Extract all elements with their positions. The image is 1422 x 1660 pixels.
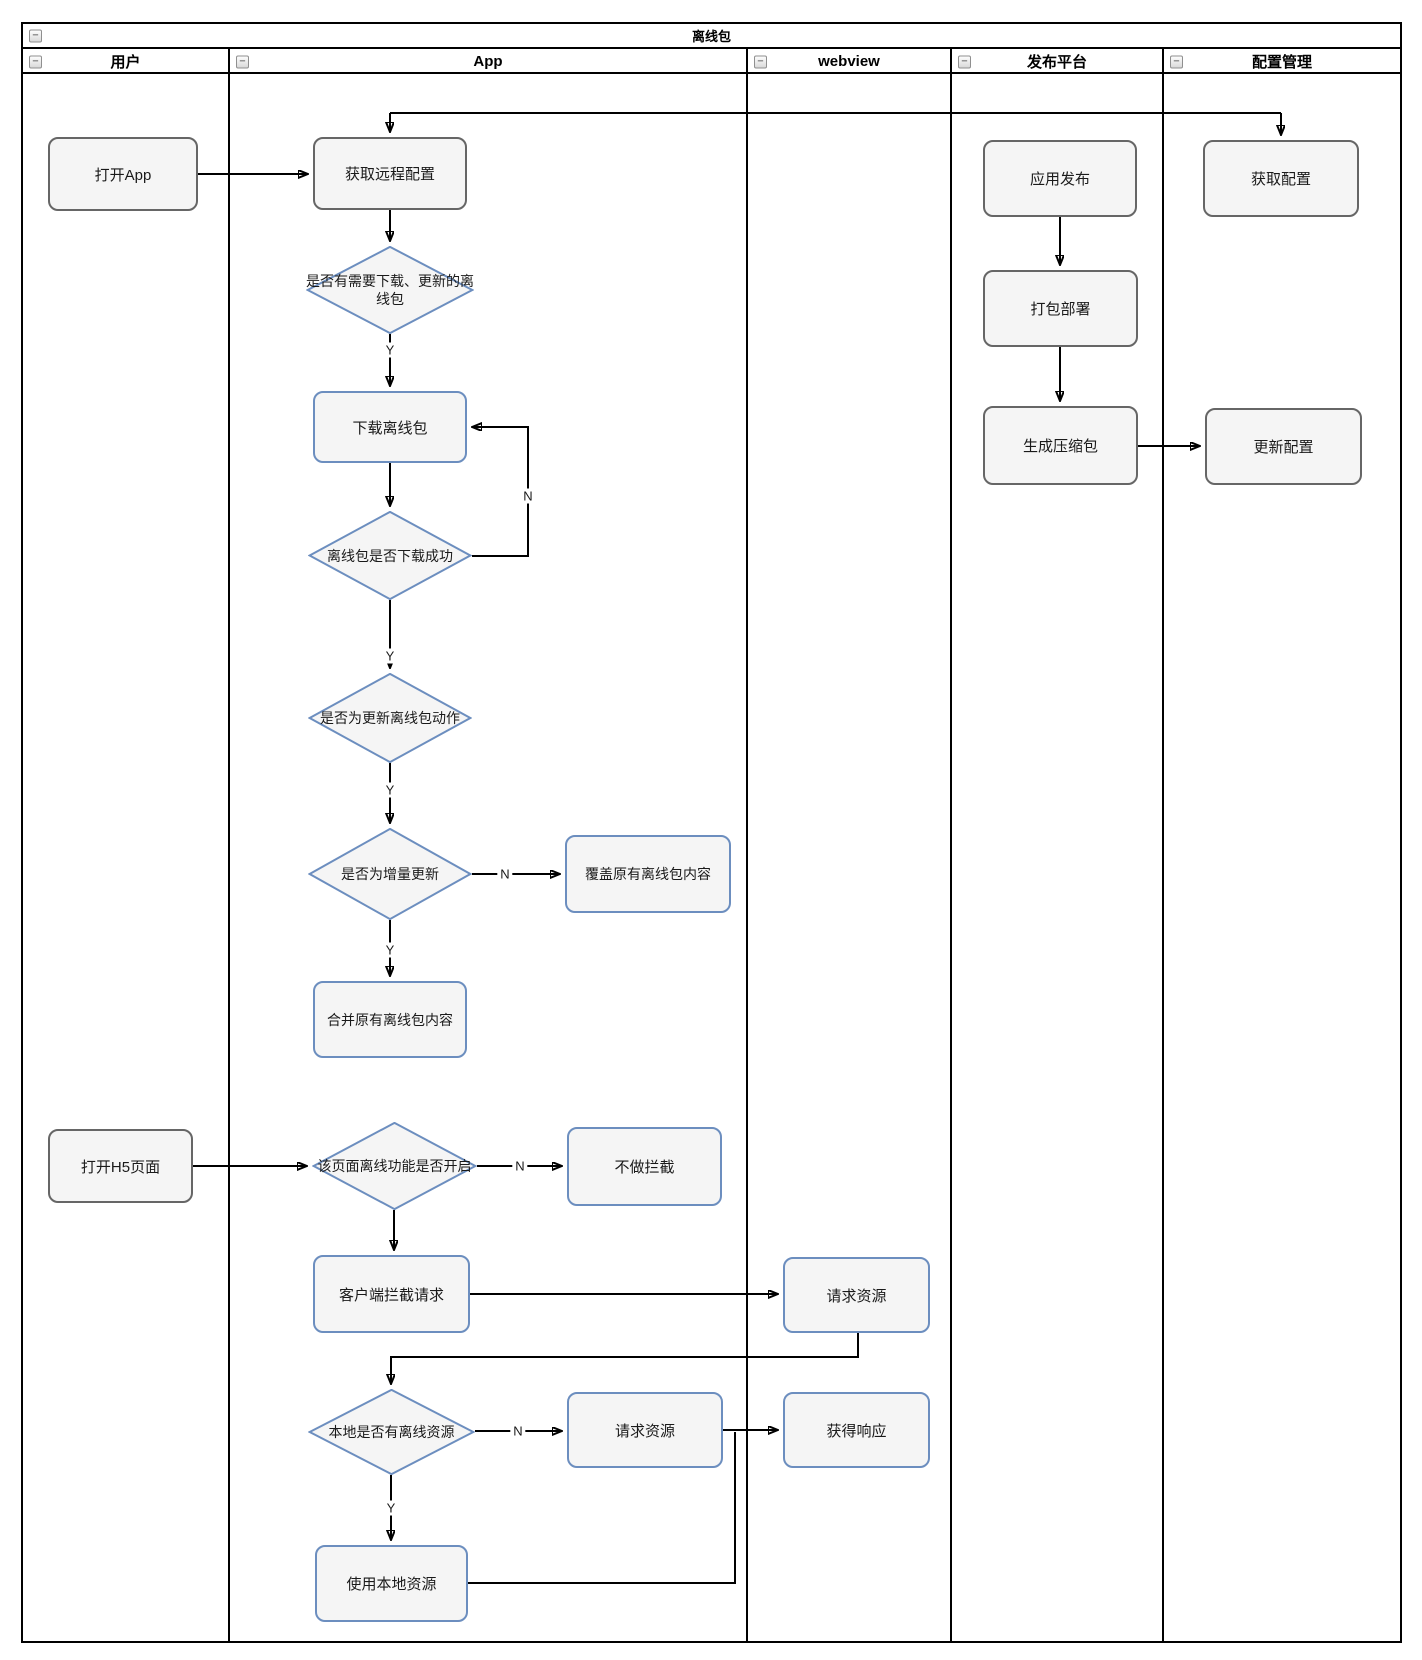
lane-header-row: − 用户 − App − webview − 发布平台 − 配置管理 — [23, 49, 1400, 74]
diamond-shape — [308, 828, 472, 920]
diamond-shape — [306, 246, 474, 334]
decision-need-download[interactable]: 是否有需要下载、更新的离线包 — [306, 246, 474, 334]
node-label: 打包部署 — [1030, 301, 1091, 318]
task-app-publish[interactable]: 应用发布 — [983, 140, 1137, 217]
task-webview-request-resource[interactable]: 请求资源 — [783, 1257, 930, 1333]
node-label: 打开App — [94, 166, 152, 184]
collapse-icon[interactable]: − — [958, 55, 971, 68]
task-download-offline-pkg[interactable]: 下载离线包 — [313, 391, 467, 463]
decision-is-update-action[interactable]: 是否为更新离线包动作 — [308, 673, 472, 763]
edge-label-yes: Y — [382, 342, 398, 358]
node-label: 获得响应 — [826, 1422, 887, 1440]
task-update-config[interactable]: 更新配置 — [1205, 408, 1362, 485]
edge-label-yes: Y — [383, 1500, 399, 1516]
decision-is-incremental-update[interactable]: 是否为增量更新 — [308, 828, 472, 920]
lane-label: 发布平台 — [1026, 54, 1087, 71]
node-label: 获取远程配置 — [344, 166, 435, 183]
decision-offline-enabled[interactable]: 该页面离线功能是否开启 — [312, 1122, 477, 1210]
lane-header-publish-platform: − 发布平台 — [952, 49, 1164, 74]
task-merge-offline-pkg[interactable]: 合并原有离线包内容 — [313, 981, 467, 1058]
decision-has-local-resource[interactable]: 本地是否有离线资源 — [308, 1389, 475, 1475]
lane-divider — [950, 72, 952, 1643]
decision-download-success[interactable]: 离线包是否下载成功 — [308, 511, 472, 600]
collapse-icon[interactable]: − — [29, 29, 42, 42]
lane-label: App — [473, 53, 503, 70]
node-label: 生成压缩包 — [1022, 438, 1098, 455]
lane-header-app: − App — [230, 49, 748, 74]
node-label: 是否为更新离线包动作 — [320, 710, 460, 726]
diamond-shape — [308, 511, 472, 600]
task-no-intercept[interactable]: 不做拦截 — [567, 1127, 722, 1206]
node-label: 该页面离线功能是否开启 — [317, 1158, 472, 1174]
node-label: 更新配置 — [1253, 439, 1314, 456]
node-label: 不做拦截 — [614, 1159, 675, 1176]
lane-label: webview — [818, 53, 880, 70]
diamond-shape — [308, 1389, 475, 1475]
node-label: 请求资源 — [826, 1287, 887, 1305]
edge-label-yes: Y — [382, 648, 398, 664]
task-overwrite-offline-pkg[interactable]: 覆盖原有离线包内容 — [565, 835, 731, 913]
node-label: 打开H5页面 — [80, 1158, 161, 1176]
node-label: 离线包是否下载成功 — [327, 547, 453, 564]
node-label: 获取配置 — [1250, 171, 1311, 188]
edge-label-no: N — [512, 1158, 528, 1174]
task-request-resource[interactable]: 请求资源 — [567, 1392, 723, 1468]
swimlane-pool: − 离线包 − 用户 − App − webview − 发布平台 − 配置管理 — [21, 22, 1402, 1643]
collapse-icon[interactable]: − — [29, 55, 42, 68]
task-package-deploy[interactable]: 打包部署 — [983, 270, 1138, 347]
task-use-local-resource[interactable]: 使用本地资源 — [315, 1545, 468, 1622]
collapse-icon[interactable]: − — [1170, 55, 1183, 68]
lane-divider — [228, 72, 230, 1643]
node-label: 本地是否有离线资源 — [328, 1424, 455, 1440]
node-label: 下载离线包 — [352, 419, 428, 437]
node-label: 覆盖原有离线包内容 — [585, 866, 711, 882]
pool-title: 离线包 — [691, 29, 731, 44]
edge-label-no: N — [520, 488, 536, 504]
edge-label-no: N — [510, 1423, 526, 1439]
task-open-app[interactable]: 打开App — [48, 137, 198, 211]
task-client-intercept-request[interactable]: 客户端拦截请求 — [313, 1255, 470, 1333]
node-label: 合并原有离线包内容 — [327, 1011, 453, 1028]
node-label: 使用本地资源 — [346, 1576, 437, 1593]
lane-label: 用户 — [110, 54, 141, 71]
diamond-shape — [312, 1122, 477, 1210]
edge-label-yes: Y — [382, 782, 398, 798]
node-label: 客户端拦截请求 — [338, 1286, 444, 1304]
lane-divider — [1162, 72, 1164, 1643]
node-label: 请求资源 — [614, 1422, 675, 1440]
lane-label: 配置管理 — [1251, 54, 1312, 71]
diamond-shape — [308, 673, 472, 763]
lane-header-user: − 用户 — [23, 49, 230, 74]
task-fetch-remote-config[interactable]: 获取远程配置 — [313, 137, 467, 210]
task-generate-zip[interactable]: 生成压缩包 — [983, 406, 1138, 485]
node-label: 是否为增量更新 — [341, 866, 439, 882]
task-fetch-config[interactable]: 获取配置 — [1203, 140, 1359, 217]
collapse-icon[interactable]: − — [236, 55, 249, 68]
edge-label-yes: Y — [382, 942, 398, 958]
lane-divider — [746, 72, 748, 1643]
task-open-h5-page[interactable]: 打开H5页面 — [48, 1129, 193, 1203]
node-label: 是否有需要下载、更新的离线包 — [306, 273, 474, 307]
task-get-response[interactable]: 获得响应 — [783, 1392, 930, 1468]
lane-header-webview: − webview — [748, 49, 952, 74]
lane-header-config-mgmt: − 配置管理 — [1164, 49, 1400, 74]
edge-label-no: N — [497, 866, 513, 882]
collapse-icon[interactable]: − — [754, 55, 767, 68]
pool-title-bar: − 离线包 — [23, 24, 1400, 49]
node-label: 应用发布 — [1029, 171, 1090, 188]
